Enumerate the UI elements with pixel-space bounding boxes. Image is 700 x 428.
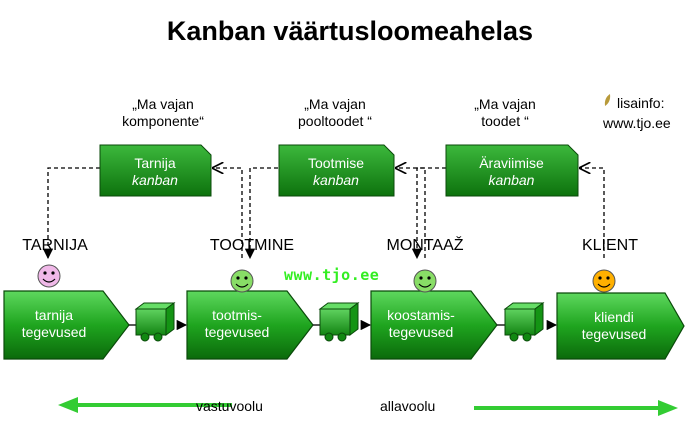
info-url: www.tjo.ee <box>603 115 671 131</box>
assembly-quote: „Ma vajan toodet “ <box>450 96 560 130</box>
downstream-label: allavoolu <box>380 398 436 414</box>
downstream-arrow <box>474 400 678 416</box>
quote-line: „Ma vajan <box>474 96 536 112</box>
customer-process-shape <box>556 292 685 360</box>
kanban-signal-lines <box>42 167 605 260</box>
quote-line: pooltoodet “ <box>298 113 372 129</box>
smiley-face-icon <box>230 269 254 293</box>
signal-to-production <box>244 167 278 260</box>
process-line: tarnija <box>34 307 74 323</box>
process-line: koostamis- <box>387 307 455 323</box>
upstream-arrow <box>58 397 232 413</box>
card-title: Äraviimise <box>479 155 544 171</box>
production-kanban-card: Tootmise kanban <box>279 155 393 189</box>
card-title: Tarnija <box>134 155 176 171</box>
upstream-label: vastuvoolu <box>196 398 263 414</box>
signal-to-assembly <box>411 167 446 260</box>
smiley-face-icon <box>592 269 616 293</box>
production-process: tootmis- tegevused <box>187 307 287 341</box>
supplier-process: tarnija tegevused <box>4 307 104 341</box>
process-shapes <box>3 290 685 360</box>
stage-label-customer: KLIENT <box>581 237 638 254</box>
supplier-kanban-card: Tarnija kanban <box>100 155 210 189</box>
card-subtitle: kanban <box>488 172 535 188</box>
withdrawal-kanban-card: Äraviimise kanban <box>446 155 577 189</box>
assembly-process-shape <box>370 290 498 360</box>
truck-icon <box>134 302 176 342</box>
process-line: kliendi <box>594 309 634 325</box>
process-line: tegevused <box>204 324 270 340</box>
signal-production-to-supplier-card <box>213 168 243 258</box>
signal-assembly-to-production-card <box>396 168 426 258</box>
production-process-shape <box>186 290 314 360</box>
process-line: tegevused <box>21 324 87 340</box>
assembly-process: koostamis- tegevused <box>371 307 471 341</box>
supplier-kanban-card-shape <box>99 144 212 197</box>
page-title: Kanban väärtusloomeahelas <box>166 16 534 46</box>
leaf-icon <box>604 94 611 106</box>
withdrawal-kanban-card-shape <box>445 144 579 197</box>
stage-label-assembly: MONTAAŽ <box>386 237 464 254</box>
stage-label-production: TOOTMINE <box>209 237 295 254</box>
customer-process: kliendi tegevused <box>562 309 666 343</box>
smiley-face-icon <box>37 264 61 288</box>
quote-line: „Ma vajan <box>304 96 366 112</box>
stage-label-supplier: TARNIJA <box>22 237 88 254</box>
production-quote: „Ma vajan pooltoodet “ <box>280 96 390 130</box>
truck-icon <box>318 302 360 342</box>
supplier-process-shape <box>3 290 130 360</box>
watermark: www.tjo.ee <box>284 266 380 284</box>
quote-line: „Ma vajan <box>132 96 194 112</box>
card-subtitle: kanban <box>132 172 178 188</box>
card-title: Tootmise <box>307 155 365 171</box>
quote-line: komponente“ <box>122 113 204 129</box>
signal-to-supplier <box>42 167 100 260</box>
truck-icon <box>503 302 545 342</box>
quote-line: toodet “ <box>481 113 529 129</box>
kanban-card-shapes <box>99 144 579 197</box>
process-line: tootmis- <box>212 307 262 323</box>
supplier-quote: „Ma vajan komponente“ <box>108 96 218 130</box>
signal-customer-to-withdrawal-card <box>580 168 605 258</box>
smiley-face-icon <box>413 269 437 293</box>
production-kanban-card-shape <box>278 144 395 197</box>
card-subtitle: kanban <box>313 172 359 188</box>
info-label: lisainfo: <box>617 95 665 111</box>
process-line: tegevused <box>388 324 454 340</box>
process-line: tegevused <box>581 326 647 342</box>
